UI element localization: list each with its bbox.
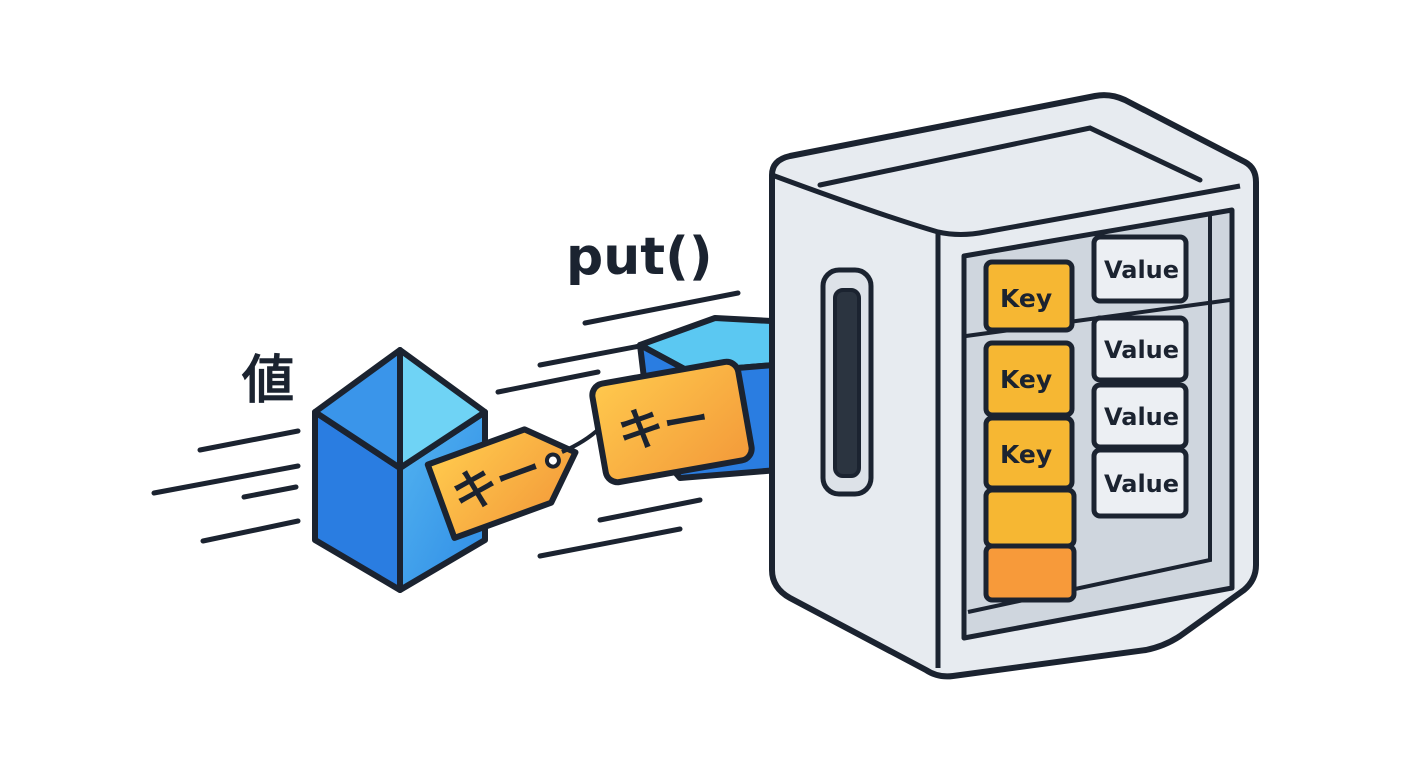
- speed-line: [495, 369, 601, 395]
- kv-row: Value: [983, 447, 1189, 549]
- key-cell: [983, 487, 1077, 549]
- speed-line: [537, 343, 643, 368]
- method-label: put(): [566, 227, 713, 287]
- speed-line: [200, 518, 301, 544]
- key-cell-label: Key: [1000, 284, 1052, 313]
- tag-shape: [589, 358, 755, 486]
- cabinet-front-edge: [771, 172, 1241, 237]
- speed-line: [241, 484, 299, 500]
- speed-line: [597, 497, 703, 523]
- value-cell: [1091, 315, 1189, 383]
- speed-line: [582, 290, 741, 326]
- value-cell-label: Value: [1104, 336, 1179, 364]
- tag-shape: [424, 426, 579, 541]
- key-cell: [983, 259, 1075, 333]
- speed-line: [537, 526, 683, 559]
- kv-row: Key Value: [983, 382, 1189, 491]
- value-cell-label: Value: [1104, 470, 1179, 498]
- key-cell: [983, 340, 1075, 418]
- value-cell-label: Value: [1104, 256, 1179, 284]
- cabinet-top-edge: [817, 125, 1203, 188]
- value-cell-label: Value: [1104, 403, 1179, 431]
- large-key-tag: キー: [589, 358, 755, 486]
- key-cell-label: Key: [1000, 365, 1052, 394]
- tag-string: [561, 426, 602, 454]
- cube-face-top-right: [397, 347, 488, 471]
- speed-lines: [151, 290, 741, 559]
- speed-line: [197, 428, 301, 453]
- value-label: 値: [241, 351, 294, 411]
- speed-line: [151, 463, 301, 496]
- small-key-tag: キー: [424, 426, 579, 541]
- input-slot-opening: [833, 288, 861, 478]
- kv-row: Key Value: [983, 315, 1189, 418]
- value-cell: [1091, 447, 1189, 519]
- tag-hole: [544, 452, 561, 469]
- kv-row: Key Value: [983, 234, 1189, 333]
- value-cell: [1091, 382, 1189, 450]
- kv-row: [983, 543, 1077, 603]
- key-cell: [983, 543, 1077, 603]
- key-cell-label: Key: [1000, 440, 1052, 469]
- value-cell: [1091, 234, 1189, 304]
